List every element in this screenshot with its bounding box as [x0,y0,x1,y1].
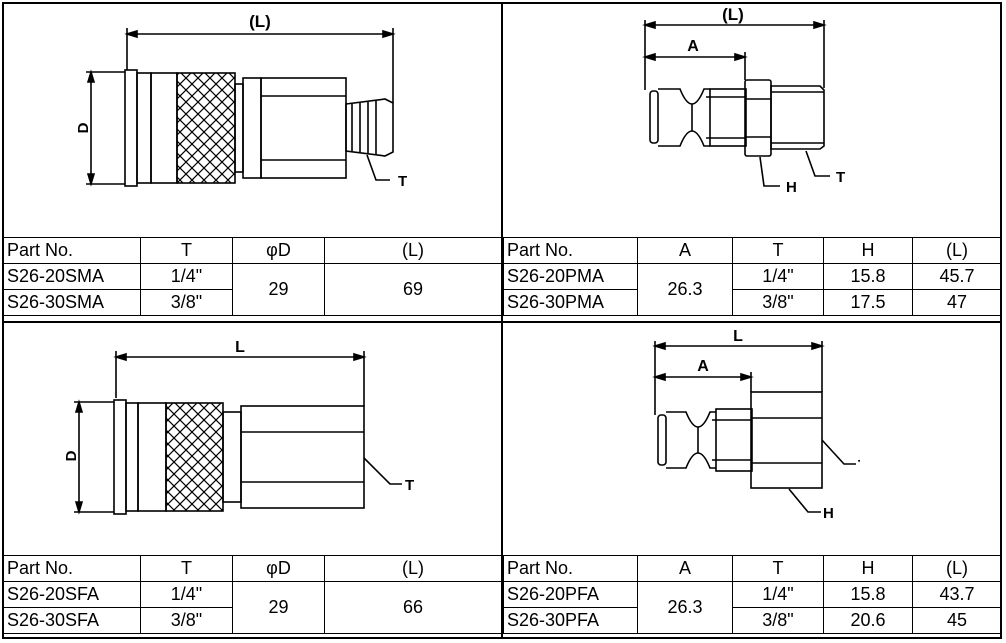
thread-size: 1/4" [140,263,233,290]
header-t: T [732,237,824,264]
part-number: S26-20PMA [503,263,638,290]
header-t: T [140,237,233,264]
part-number: S26-20PFA [503,581,638,608]
header-l: (L) [324,237,502,264]
sfa-spec-table: Part No. T φD (L) S26-20SFA 1/4" 29 66 S… [3,555,502,634]
header-part-no: Part No. [503,237,638,264]
pfa-drawing: L A T H [640,326,860,526]
table-row: S26-20PMA 26.3 1/4" 15.8 45.7 [503,263,1002,316]
length-value: 47 [912,289,1002,316]
table-header-row: Part No. A T H (L) [503,555,1002,582]
table-row: S26-30PMA 3/8" 17.5 47 [503,289,1002,316]
part-number: S26-20SMA [3,263,141,290]
header-part-no: Part No. [503,555,638,582]
table-row: S26-30SMA 3/8" [3,289,502,316]
hex-value: 17.5 [823,289,913,316]
diameter-value: 29 [232,581,325,634]
header-l: (L) [324,555,502,582]
a-value: 26.3 [637,263,733,316]
pma-t-label: T [836,169,845,186]
thread-size: 3/8" [732,607,824,634]
header-a: A [637,237,733,264]
length-value: 43.7 [912,581,1002,608]
header-h: H [823,237,913,264]
header-l: (L) [912,555,1002,582]
thread-size: 1/4" [732,263,824,290]
sma-l-label: (L) [249,12,271,31]
thread-size: 1/4" [140,581,233,608]
part-number: S26-30SMA [3,289,141,316]
sfa-t-label: T [405,477,414,494]
header-d: φD [232,237,325,264]
sfa-d-label: D [63,450,80,461]
header-part-no: Part No. [3,555,141,582]
table-row: S26-20SMA 1/4" 29 69 [3,263,502,316]
length-value: 66 [324,581,502,634]
table-header-row: Part No. T φD (L) [3,237,502,264]
part-number: S26-30PMA [503,289,638,316]
sma-d-label: D [75,122,92,133]
thread-size: 3/8" [140,607,233,634]
sma-spec-table: Part No. T φD (L) S26-20SMA 1/4" 29 69 S… [3,237,502,316]
hex-value: 15.8 [823,581,913,608]
header-l: (L) [912,237,1002,264]
pfa-a-label: A [697,358,709,375]
table-row: S26-20PFA 26.3 1/4" 15.8 43.7 [503,581,1002,634]
header-d: φD [232,555,325,582]
table-row: S26-20SFA 1/4" 29 66 [3,581,502,634]
pfa-h-label: H [823,505,834,522]
sma-drawing: (L) D T [60,8,440,233]
part-number: S26-30PFA [503,607,638,634]
diameter-value: 29 [232,263,325,316]
length-value: 69 [324,263,502,316]
pfa-l-label: L [733,328,743,345]
part-number: S26-30SFA [3,607,141,634]
sfa-drawing: L D T [60,330,440,550]
pma-l-label: (L) [722,5,744,24]
middle-divider [2,321,1002,323]
thread-size: 3/8" [732,289,824,316]
sfa-l-label: L [235,339,245,356]
hex-value: 20.6 [823,607,913,634]
thread-size: 1/4" [732,581,824,608]
pma-spec-table: Part No. A T H (L) S26-20PMA 26.3 1/4" 1… [503,237,1002,316]
pfa-t-label: T [858,457,860,474]
pma-h-label: H [786,179,797,196]
header-t: T [732,555,824,582]
table-row: S26-30SFA 3/8" [3,607,502,634]
a-value: 26.3 [637,581,733,634]
pfa-spec-table: Part No. A T H (L) S26-20PFA 26.3 1/4" 1… [503,555,1002,634]
pma-drawing: (L) A T H [630,4,860,204]
header-part-no: Part No. [3,237,141,264]
pma-a-label: A [687,38,699,55]
length-value: 45.7 [912,263,1002,290]
table-header-row: Part No. A T H (L) [503,237,1002,264]
header-a: A [637,555,733,582]
table-header-row: Part No. T φD (L) [3,555,502,582]
part-number: S26-20SFA [3,581,141,608]
table-row: S26-30PFA 3/8" 20.6 45 [503,607,1002,634]
length-value: 45 [912,607,1002,634]
header-t: T [140,555,233,582]
hex-value: 15.8 [823,263,913,290]
thread-size: 3/8" [140,289,233,316]
sma-t-label: T [398,173,407,190]
center-divider [501,2,503,639]
header-h: H [823,555,913,582]
